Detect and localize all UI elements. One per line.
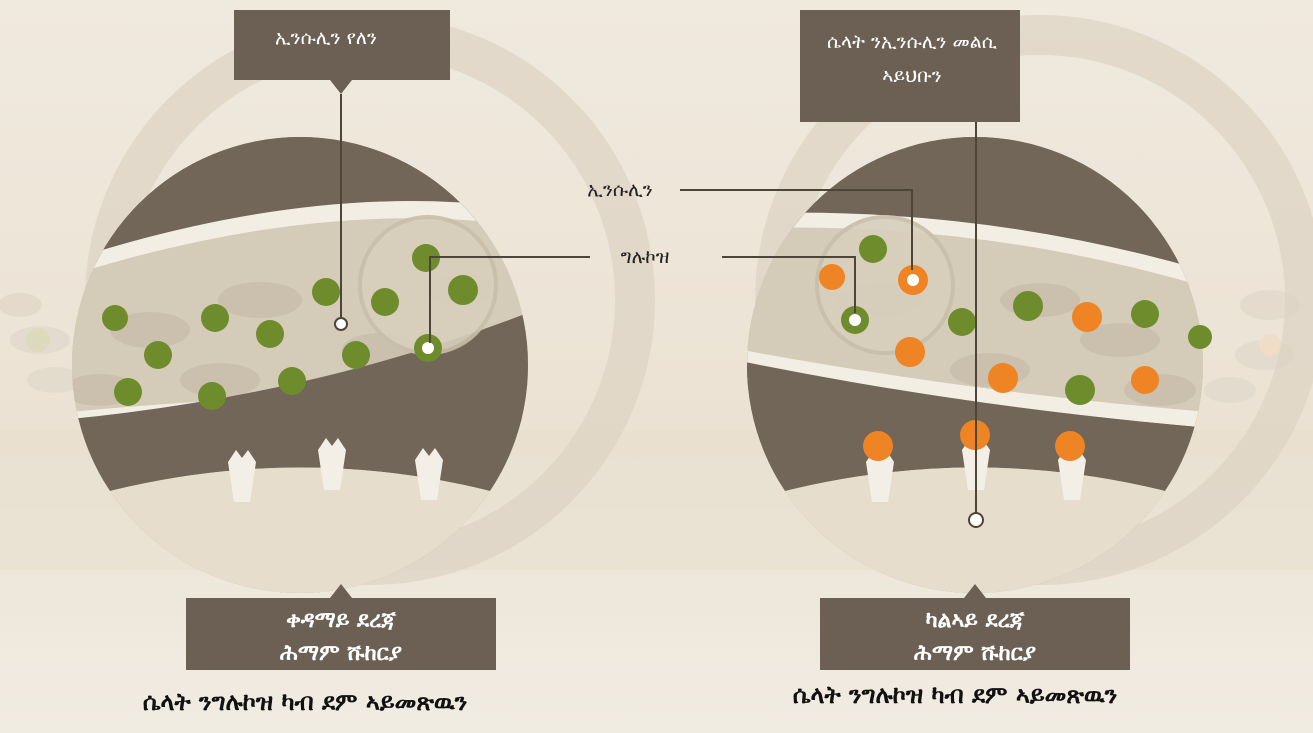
type1-title-line1: ቀዳማይ ደረጃ [286, 608, 396, 633]
type2-title-line1: ካልኣይ ደረጃ [926, 608, 1025, 633]
type2-title-line2: ሕማም ሹከርያ [914, 641, 1036, 666]
type1-caption: ሴላት ንግሉኮዝ ካብ ደም ኣይመጽዉን [143, 688, 468, 716]
type2-top-label-line1: ሴላት ንኢንሱሊን መልሲ [827, 31, 998, 53]
type2-insulin-marker [907, 274, 919, 286]
glucose-label: ግሉኮዝ [621, 246, 670, 268]
insulin-label: ኢንሱሊን [587, 179, 653, 201]
type1-glucose-marker [422, 342, 434, 354]
type1-top-label: ኢንሱሊን የለን [275, 27, 377, 49]
type2-top-label-line2: ኣይህቡን [882, 65, 941, 87]
type2-glucose-marker [849, 314, 861, 326]
type1-title-line2: ሕማም ሹከርያ [280, 641, 402, 666]
type2-caption: ሴላት ንግሉኮዝ ካብ ደም ኣይመጽዉን [793, 681, 1118, 709]
